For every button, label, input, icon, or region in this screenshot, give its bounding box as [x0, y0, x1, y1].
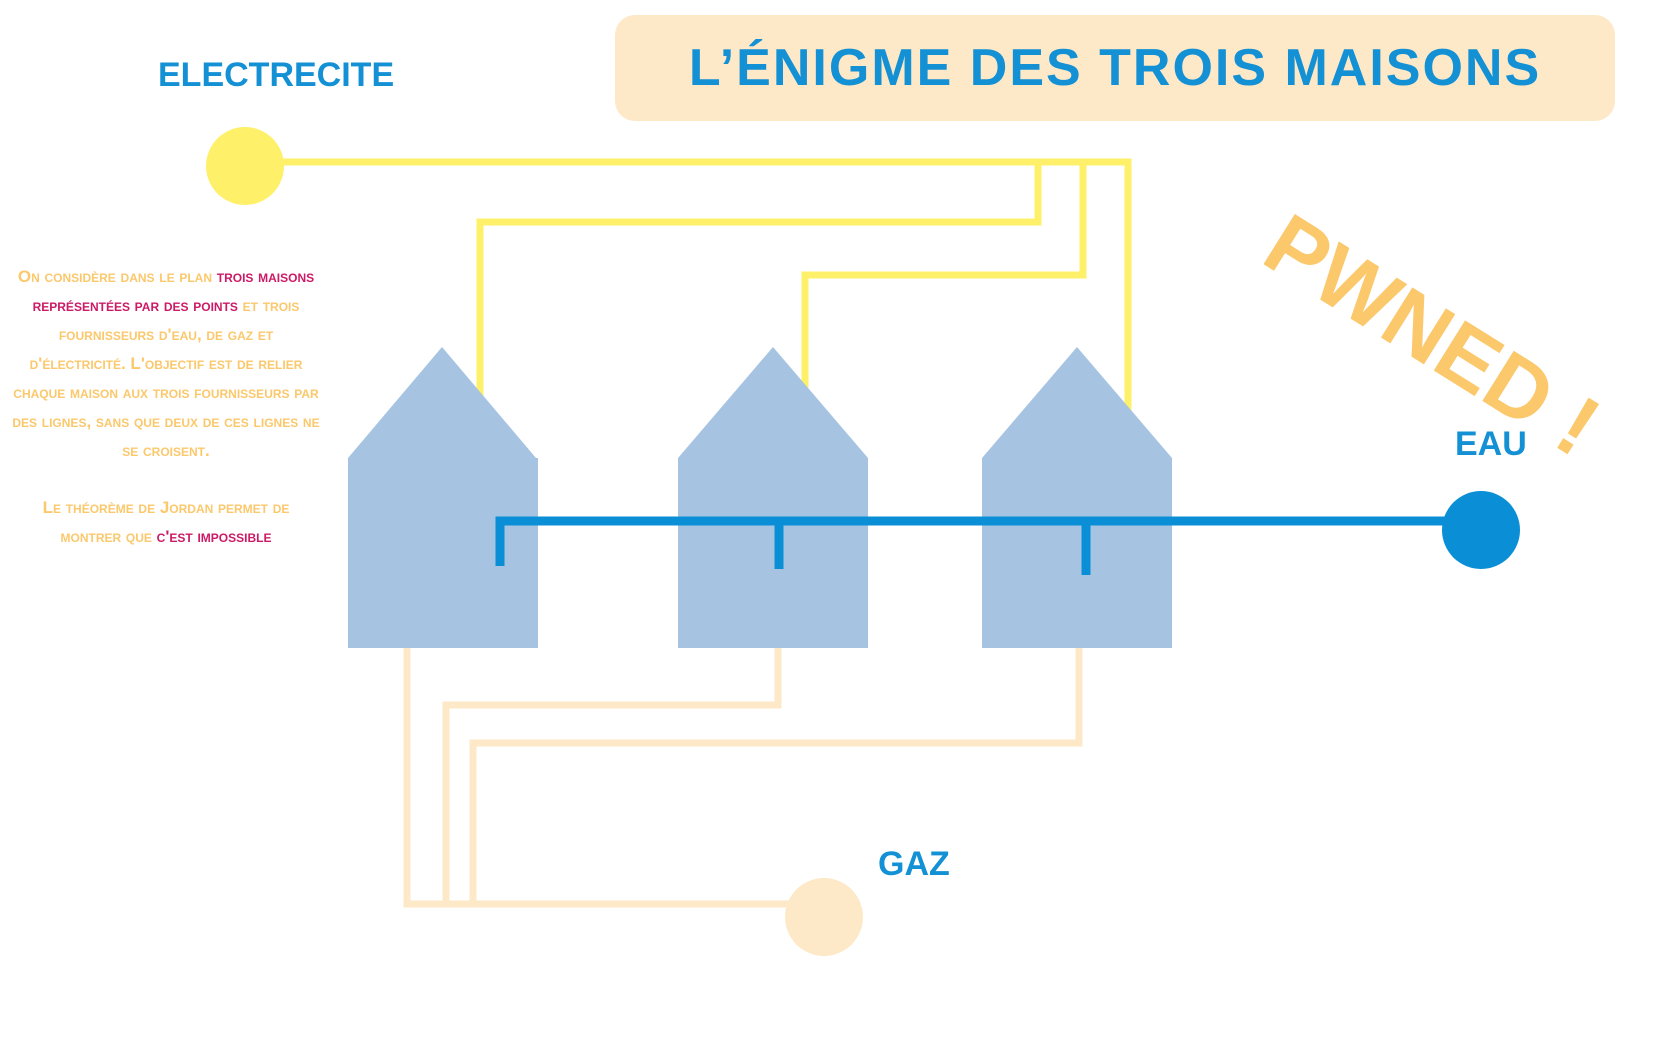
gas-lines — [403, 636, 1083, 908]
gas-node — [785, 878, 863, 956]
description-p1-highlight: trois maisons représentées par des point… — [32, 267, 315, 315]
description-p1-intro: On considère dans le plan — [17, 267, 212, 286]
electricity-line-house-1 — [476, 158, 1042, 404]
house-1 — [348, 347, 538, 648]
gas-line-house-1 — [403, 636, 804, 908]
house-2 — [678, 347, 868, 648]
gas-label: GAZ — [878, 845, 950, 883]
description-paragraph-1: On considère dans le plan trois maisons … — [12, 262, 320, 465]
water-label: EAU — [1455, 425, 1527, 463]
water-node — [1442, 491, 1520, 569]
house-3-roof — [982, 347, 1172, 458]
description-p2-highlight: c'est impossible — [156, 527, 272, 546]
gas-line-house-2 — [442, 636, 782, 908]
house-1-roof — [348, 347, 536, 458]
water-lines — [495, 516, 1475, 575]
description-text: On considère dans le plan trois maisons … — [12, 262, 320, 579]
house-2-body — [678, 458, 868, 648]
description-paragraph-2: Le théorème de Jordan permet de montrer … — [12, 493, 320, 551]
page-title: L’ÉNIGME DES TROIS MAISONS — [688, 39, 1542, 97]
electricity-node — [206, 127, 284, 205]
description-p2-intro: Le théorème de Jordan permet de montrer … — [42, 498, 290, 546]
title-banner: L’ÉNIGME DES TROIS MAISONS — [615, 15, 1615, 121]
house-1-body — [348, 458, 538, 648]
house-3-body — [982, 458, 1172, 648]
electricity-lines — [241, 158, 1132, 419]
house-3 — [982, 347, 1172, 648]
electricity-line-house-2 — [801, 158, 1087, 399]
description-p1-rest: et trois fournisseurs d'eau, de gaz et d… — [12, 296, 320, 460]
electricity-label: ELECTRECITE — [158, 56, 395, 94]
gas-line-house-3 — [469, 636, 1083, 908]
house-2-roof — [678, 347, 868, 458]
water-line-main — [495, 516, 1475, 566]
